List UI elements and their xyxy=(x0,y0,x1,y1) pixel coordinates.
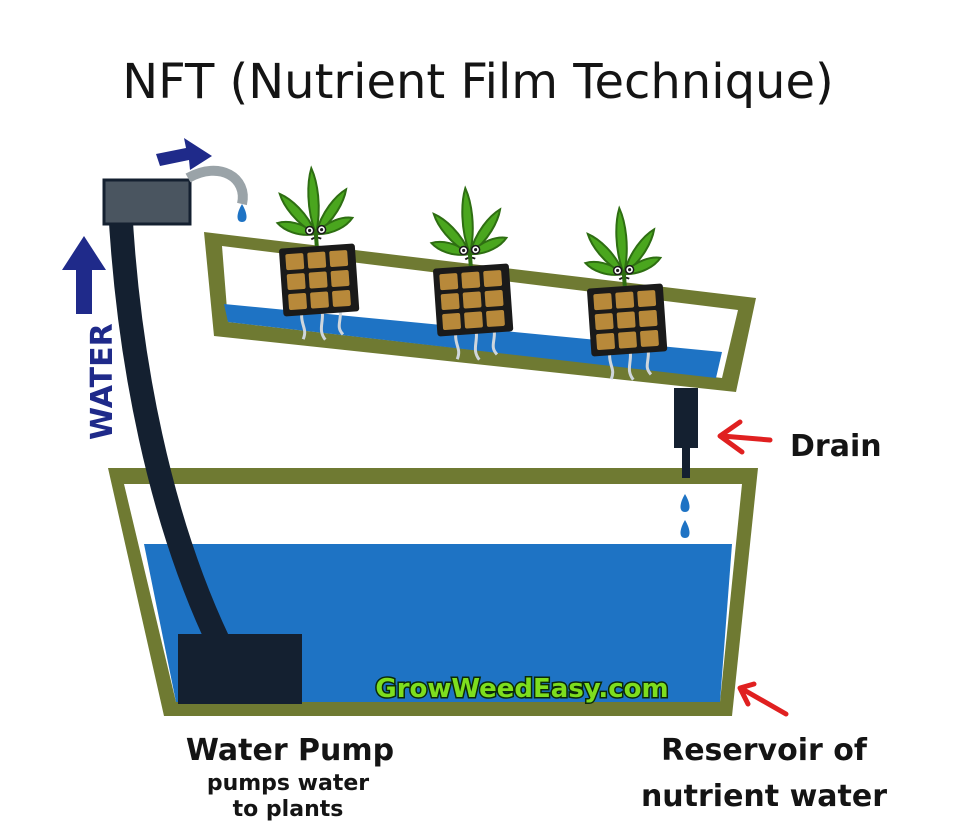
water-pump xyxy=(178,634,302,704)
pump-desc-line1: pumps water xyxy=(207,771,369,796)
pump-title: Water Pump xyxy=(186,733,394,768)
reservoir-arrow-icon xyxy=(737,681,789,717)
drain-label: Drain xyxy=(790,429,882,464)
cannabis-plant-icon xyxy=(583,205,668,381)
drain-pipe xyxy=(674,388,698,478)
water-label: WATER xyxy=(85,323,120,440)
cannabis-plant-icon xyxy=(275,165,360,341)
pump-tube xyxy=(108,204,231,651)
outflow-stream xyxy=(185,165,248,206)
cannabis-plant-icon xyxy=(429,185,514,361)
channel-water xyxy=(224,304,722,378)
rockwool-cube xyxy=(279,243,360,317)
flow-arrow-icon xyxy=(156,138,212,170)
water-drop-icon xyxy=(680,494,690,538)
diagram-title: NFT (Nutrient Film Technique) xyxy=(122,54,833,110)
tube-outlet xyxy=(102,178,192,226)
reservoir-label-line1: Reservoir of xyxy=(661,733,868,768)
rockwool-cube xyxy=(433,263,514,337)
brand-label: GrowWeedEasy.com xyxy=(375,674,668,704)
reservoir-label-line2: nutrient water xyxy=(641,779,887,814)
drain-arrow-icon xyxy=(717,419,773,455)
plant-row xyxy=(275,165,668,381)
water-up-arrow-icon xyxy=(62,236,106,314)
pump-desc-line2: to plants xyxy=(233,797,344,822)
rockwool-cube xyxy=(587,283,668,357)
water-drop-icon xyxy=(237,204,247,222)
